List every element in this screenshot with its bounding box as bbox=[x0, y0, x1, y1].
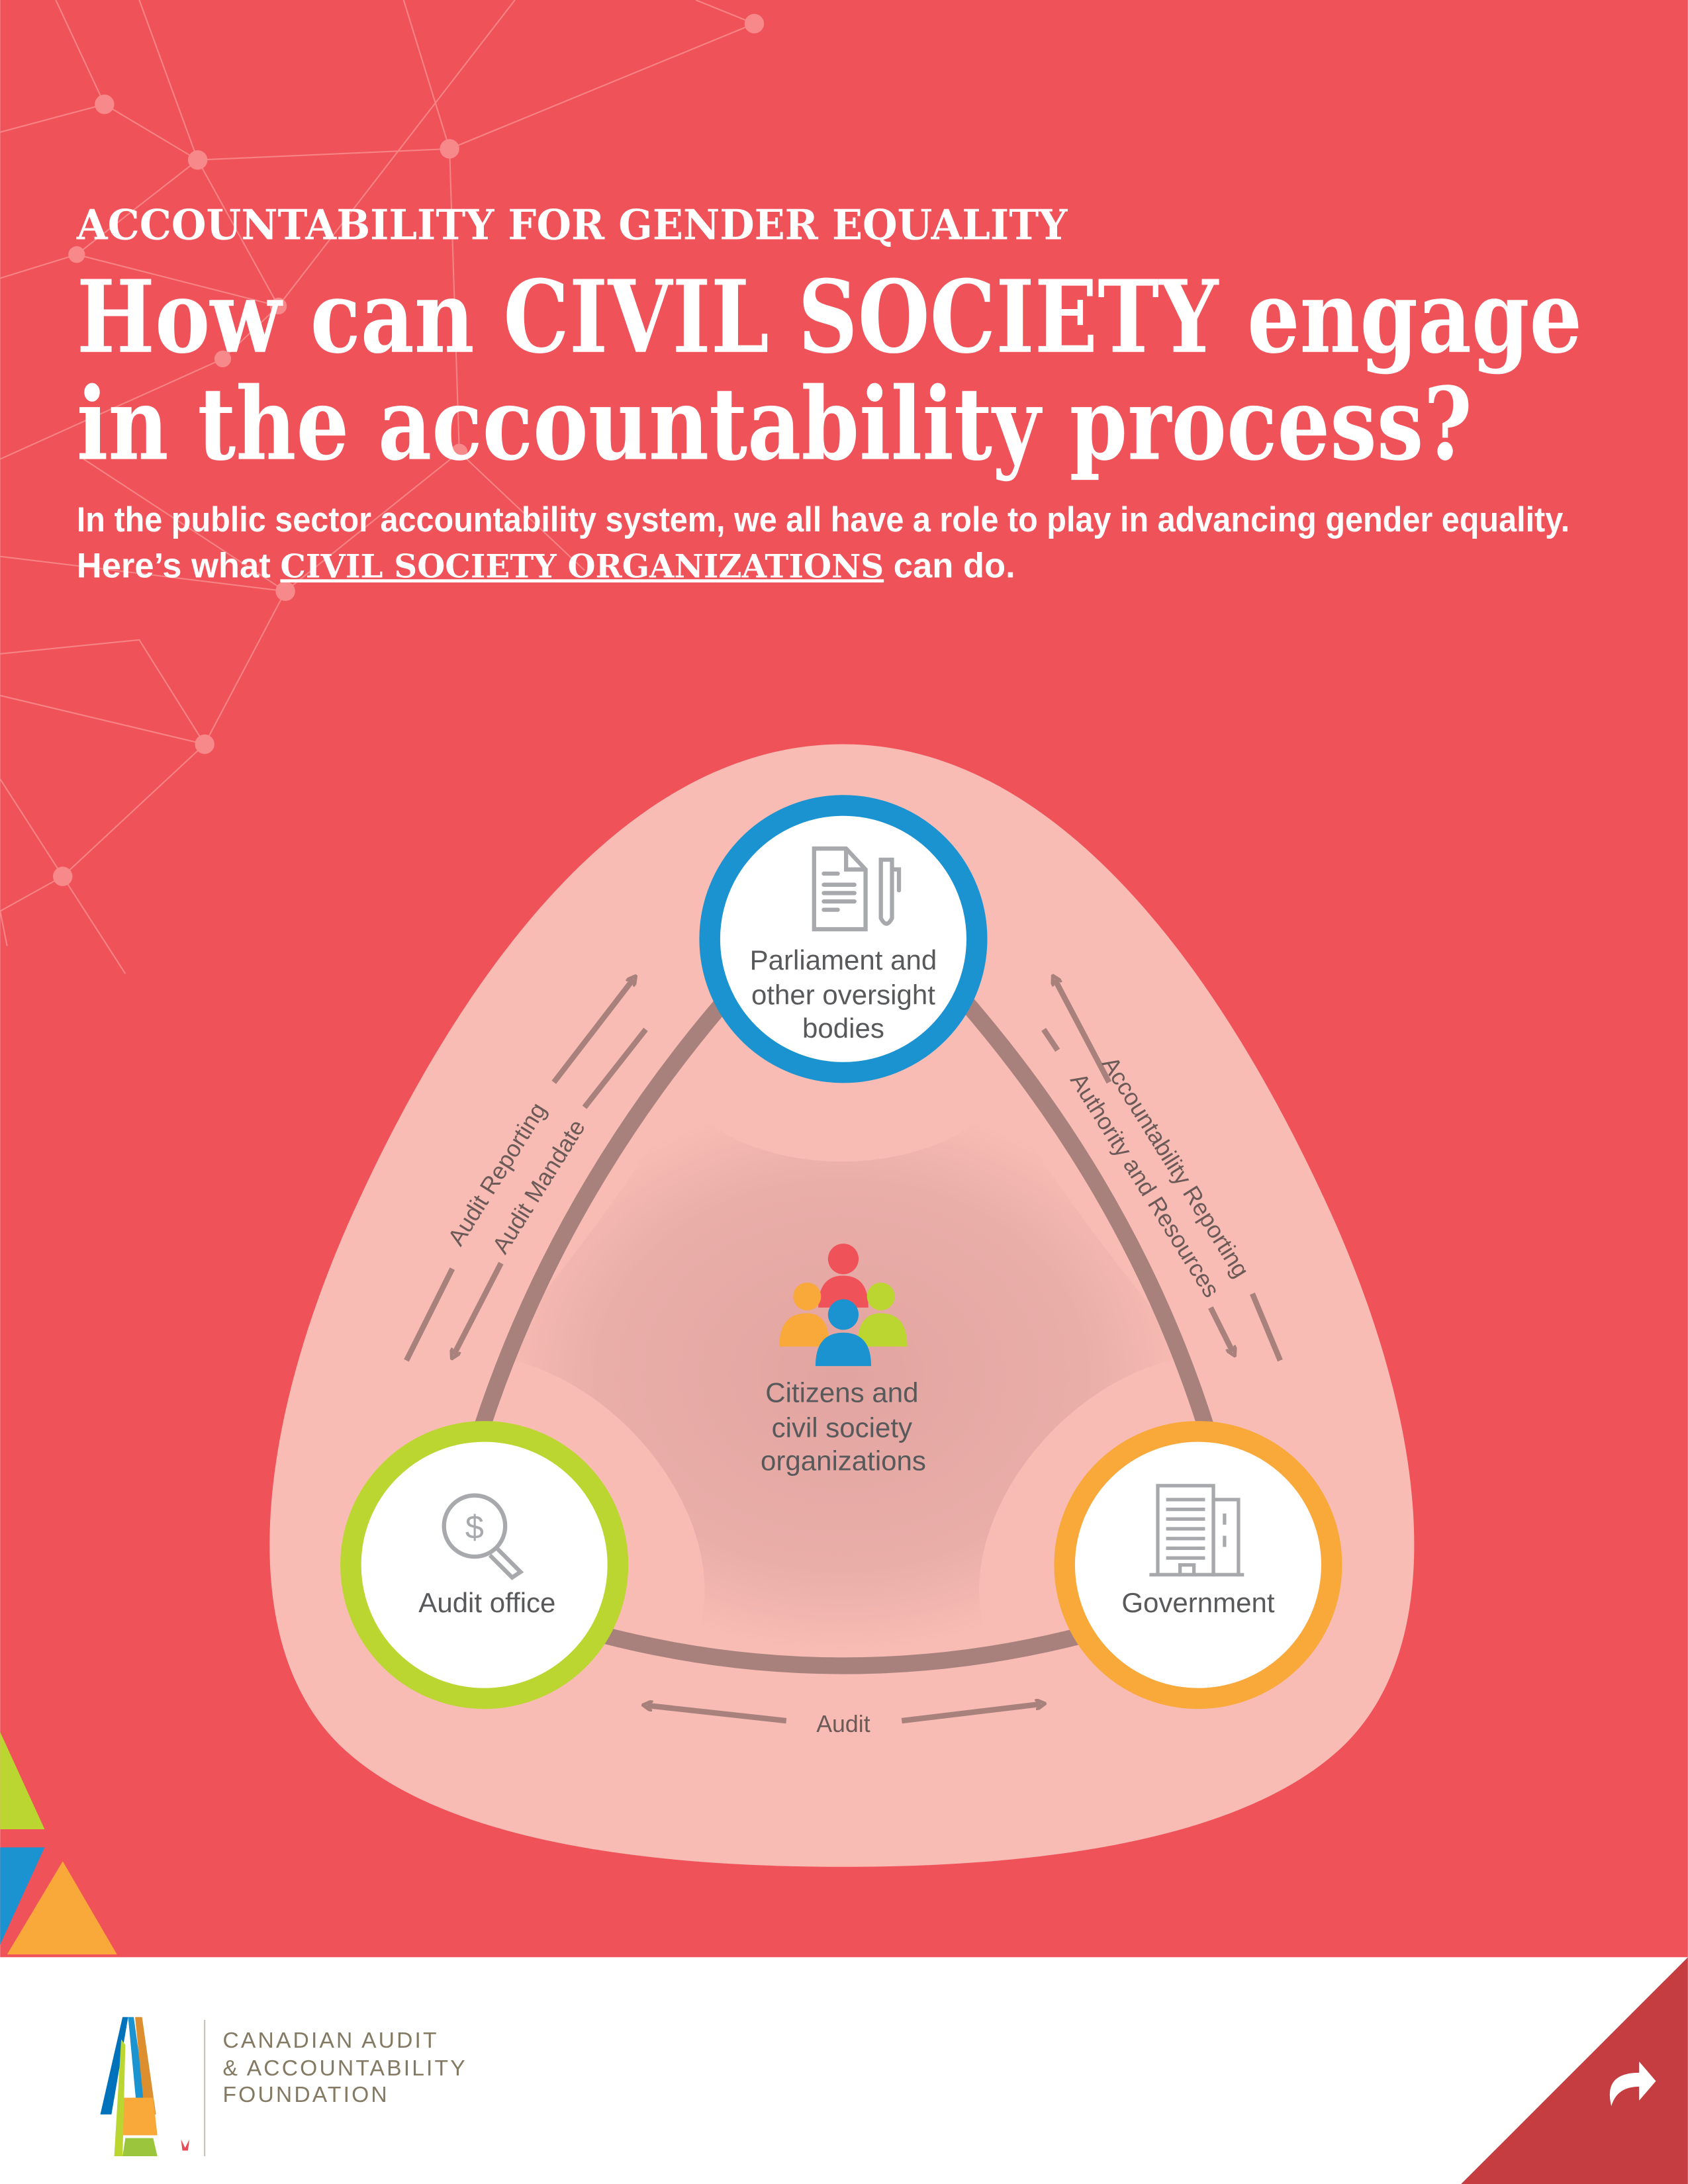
center-line3: organizations bbox=[761, 1445, 926, 1477]
node-government-label: Government bbox=[1121, 1587, 1275, 1618]
node-parliament-line3: bodies bbox=[802, 1013, 884, 1044]
kicker: ACCOUNTABILITY FOR GENDER EQUALITY bbox=[76, 201, 1068, 250]
center-line2: civil society bbox=[772, 1412, 912, 1443]
page-title-line1: How can CIVIL SOCIETY engage bbox=[77, 258, 1582, 376]
footer-background bbox=[0, 1957, 1688, 2184]
node-parliament: Parliament and other oversight bodies bbox=[699, 795, 988, 1083]
intro-line2: Here’s what CIVIL SOCIETY ORGANIZATIONS … bbox=[77, 546, 1015, 585]
network-nodes bbox=[53, 14, 765, 886]
flow-arrows bbox=[404, 979, 1283, 1724]
page-title-line2: in the accountability process? bbox=[77, 365, 1472, 483]
building-icon bbox=[1149, 1484, 1244, 1576]
node-parliament-line2: other oversight bbox=[751, 979, 935, 1011]
connectors bbox=[472, 993, 1216, 1674]
org-name-line1: CANADIAN AUDIT bbox=[222, 2028, 438, 2053]
org-name-line2: & ACCOUNTABILITY bbox=[222, 2056, 467, 2081]
magnifier-dollar-icon: $ bbox=[442, 1493, 524, 1580]
caaf-logo bbox=[100, 2017, 206, 2156]
node-government: Government bbox=[1054, 1421, 1342, 1709]
node-audit-office-label: Audit office bbox=[418, 1587, 555, 1618]
share-arrow-icon bbox=[1609, 2062, 1656, 2107]
org-name-line3: FOUNDATION bbox=[222, 2083, 389, 2107]
intro-emphasis-link[interactable]: CIVIL SOCIETY ORGANIZATIONS bbox=[280, 548, 884, 585]
document-pen-icon bbox=[812, 846, 902, 932]
intro-prefix: Here’s what bbox=[77, 546, 281, 585]
svg-text:$: $ bbox=[465, 1508, 484, 1546]
intro-line1: In the public sector accountability syst… bbox=[77, 500, 1570, 539]
flow-label-audit: Audit bbox=[816, 1711, 870, 1737]
corner-triangles-decoration bbox=[0, 1731, 117, 1955]
people-group-icon bbox=[779, 1244, 908, 1367]
center-line1: Citizens and bbox=[765, 1377, 918, 1408]
node-audit-office: $ Audit office bbox=[340, 1421, 629, 1709]
node-parliament-line1: Parliament and bbox=[750, 944, 937, 976]
center-area bbox=[494, 1099, 1190, 1653]
intro-suffix: can do. bbox=[884, 546, 1015, 585]
